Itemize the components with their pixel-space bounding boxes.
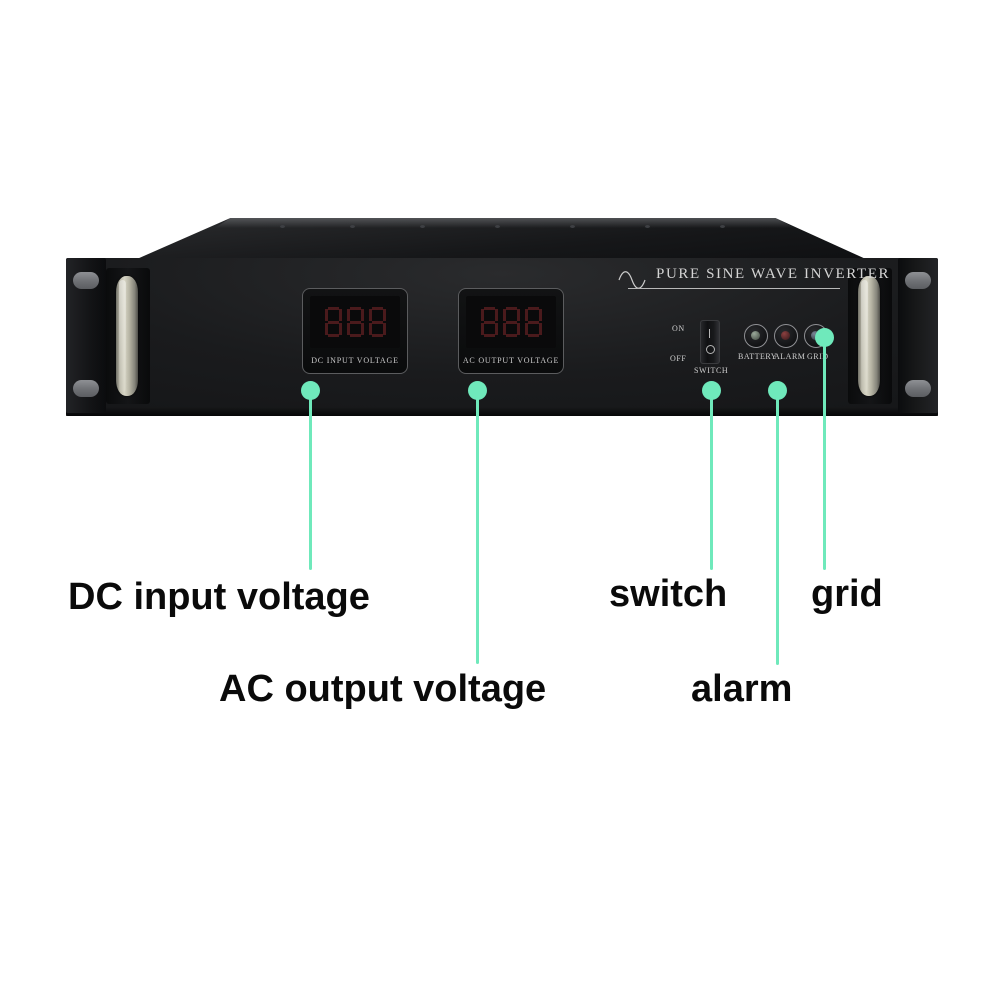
- power-rocker-switch[interactable]: [700, 320, 720, 364]
- switch-on-marking: [709, 329, 710, 338]
- rack-mount-hole: [905, 272, 931, 289]
- callout-label-dc-input-voltage: DC input voltage: [68, 576, 370, 618]
- seven-segment-digit: [368, 307, 386, 337]
- callout-label-grid: grid: [811, 573, 883, 615]
- switch-off-marking: [706, 345, 715, 354]
- dc-meter-label: DC INPUT VOLTAGE: [311, 356, 399, 365]
- rack-ear-right: [898, 258, 938, 413]
- rack-mount-hole: [73, 272, 99, 289]
- ac-meter-label: AC OUTPUT VOLTAGE: [462, 356, 560, 365]
- ac-output-voltage-meter: AC OUTPUT VOLTAGE: [458, 288, 564, 374]
- chassis-top-highlight: [214, 218, 796, 228]
- callout-line-dc-input-voltage: [309, 394, 312, 570]
- dc-seven-segment-display: [310, 296, 400, 348]
- callout-line-grid: [823, 341, 826, 570]
- switch-off-label: OFF: [670, 354, 687, 363]
- callout-label-alarm: alarm: [691, 668, 793, 710]
- alarm-led: [774, 324, 798, 348]
- battery-led-label: BATTERY: [738, 352, 778, 361]
- rack-mount-hole: [73, 380, 99, 397]
- seven-segment-digit: [324, 307, 342, 337]
- callout-dot-grid: [815, 328, 834, 347]
- carry-handle-right[interactable]: [858, 276, 880, 396]
- seven-segment-digit: [346, 307, 364, 337]
- seven-segment-digit: [524, 307, 542, 337]
- brand-underline: [628, 288, 840, 289]
- carry-handle-left[interactable]: [116, 276, 138, 396]
- dc-input-voltage-meter: DC INPUT VOLTAGE: [302, 288, 408, 374]
- callout-line-ac-output-voltage: [476, 394, 479, 664]
- alarm-led-label: ALARM: [774, 352, 806, 361]
- callout-dot-dc-input-voltage: [301, 381, 320, 400]
- inverter-product-photo: DC INPUT VOLTAGE AC OUTPUT VOLTAGE: [0, 0, 1000, 440]
- rack-mount-hole: [905, 380, 931, 397]
- callout-dot-switch: [702, 381, 721, 400]
- callout-label-ac-output-voltage: AC output voltage: [219, 668, 547, 710]
- switch-on-label: ON: [672, 324, 685, 333]
- rack-ear-left: [66, 258, 106, 413]
- brand-name: PURE SINE WAVE INVERTER: [656, 266, 891, 282]
- battery-led: [744, 324, 768, 348]
- seven-segment-digit: [480, 307, 498, 337]
- ac-seven-segment-display: [466, 296, 556, 348]
- callout-line-alarm: [776, 394, 779, 665]
- switch-caption: SWITCH: [694, 366, 729, 375]
- brand-mark: PURE SINE WAVE INVERTER: [618, 266, 889, 296]
- grid-led-label: GRID: [807, 352, 829, 361]
- callout-dot-alarm: [768, 381, 787, 400]
- callout-dot-ac-output-voltage: [468, 381, 487, 400]
- callout-label-switch: switch: [609, 573, 728, 615]
- sine-wave-icon: [618, 271, 646, 289]
- callout-line-switch: [710, 394, 713, 570]
- seven-segment-digit: [502, 307, 520, 337]
- chassis-top-screw-row: [100, 222, 890, 236]
